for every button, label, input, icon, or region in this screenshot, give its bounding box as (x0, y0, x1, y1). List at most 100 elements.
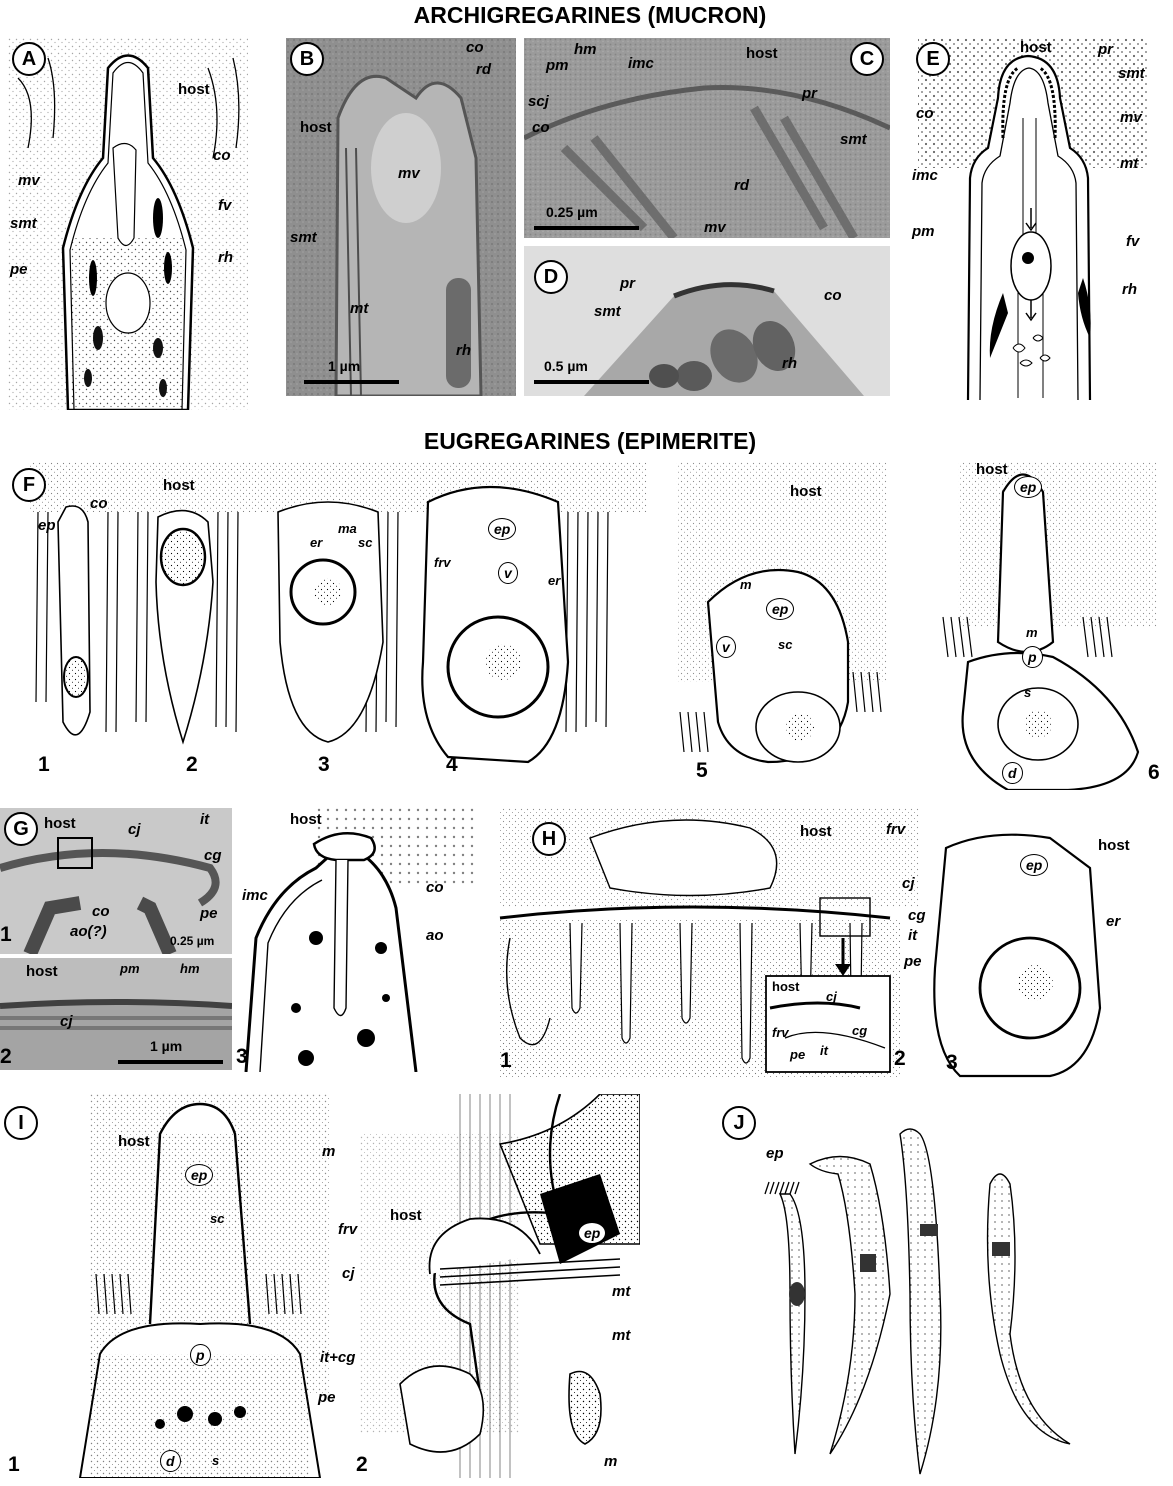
panel-i-label-cj: cj (342, 1266, 355, 1281)
panel-g-label-pm: pm (120, 962, 140, 975)
panel-f-label-m2: m (1026, 626, 1038, 639)
panel-f-label-v1: v (498, 562, 518, 584)
panel-c-label-imc: imc (628, 56, 654, 71)
panel-h-number-1: 1 (500, 1050, 512, 1071)
panel-a: A host mv co fv smt rh pe (8, 38, 248, 410)
panel-d-label-co: co (824, 288, 842, 303)
panel-h-label-er: er (1106, 914, 1120, 929)
panel-d-scale-bar (534, 380, 649, 384)
panel-f-label-frv: frv (434, 556, 451, 569)
panel-f-label-d: d (1002, 762, 1023, 784)
panel-g-1: G host cj it cg co ao(?) pe 0.25 µm 1 (0, 808, 232, 954)
panel-e: E host pr smt co mv mt imc pm fv rh (908, 38, 1166, 400)
panel-f-label-v2: v (716, 636, 736, 658)
panel-j-illustration (720, 1094, 1160, 1478)
panel-e-letter: E (916, 42, 950, 76)
panel-b-scale-bar (304, 380, 399, 384)
panel-d-label-rh: rh (782, 356, 797, 371)
panel-a-letter: A (12, 42, 46, 76)
panel-g-label-cj2: cj (60, 1014, 73, 1029)
panel-i-label-m1: m (322, 1144, 335, 1159)
panel-i-illustration (0, 1094, 640, 1478)
panel-f-label-host3: host (976, 462, 1008, 477)
panel-h-label-cj2: cj (826, 990, 837, 1003)
panel-g-scale-label-2: 1 µm (150, 1038, 182, 1054)
panel-c-scale-label: 0.25 µm (546, 204, 598, 220)
panel-b-label-host: host (300, 120, 332, 135)
panel-i-label-sc: sc (210, 1212, 224, 1225)
panel-a-label-fv: fv (218, 198, 231, 213)
panel-f-label-sc1: sc (358, 536, 372, 549)
panel-e-label-imc: imc (912, 168, 938, 183)
panel-j-letter: J (722, 1106, 756, 1140)
panel-b: B co rd host mv smt mt rh 1 µm (286, 38, 516, 396)
panel-h-label-it1: it (908, 928, 917, 943)
panel-d-label-pr: pr (620, 276, 635, 291)
panel-h-label-host1: host (800, 824, 832, 839)
panel-a-label-mv: mv (18, 173, 40, 188)
panel-i-label-d: d (160, 1450, 181, 1472)
panel-e-label-pr: pr (1098, 42, 1113, 57)
panel-g-label-hm: hm (180, 962, 200, 975)
panel-j-label-ep: ep (766, 1146, 784, 1161)
panel-c-label-pm: pm (546, 58, 569, 73)
panel-i-label-mt1: mt (612, 1284, 630, 1299)
panel-c-label-co: co (532, 120, 550, 135)
panel-f-number-1: 1 (38, 754, 50, 775)
panel-d-label-smt: smt (594, 304, 621, 319)
panel-e-label-smt: smt (1118, 66, 1145, 81)
panel-f-number-5: 5 (696, 760, 708, 781)
panel-b-scale-label: 1 µm (328, 358, 360, 374)
panel-e-illustration (908, 38, 1166, 400)
panel-d-letter: D (534, 260, 568, 294)
panel-f-number-4: 4 (446, 754, 458, 775)
panel-a-label-rh: rh (218, 250, 233, 265)
panel-g-label-imc: imc (242, 888, 268, 903)
panel-h-label-frv2: frv (772, 1026, 789, 1039)
panel-g-letter: G (4, 812, 38, 846)
panel-b-label-mt: mt (350, 301, 368, 316)
panel-f: F host co ep ma er sc ep v frv er host m… (8, 462, 1168, 790)
panel-g-3: host imc co ao 3 (236, 808, 476, 1072)
panel-i-label-host1: host (118, 1134, 150, 1149)
panel-f-label-host2: host (790, 484, 822, 499)
panel-f-number-3: 3 (318, 754, 330, 775)
panel-f-number-2: 2 (186, 754, 198, 775)
panel-b-label-rh: rh (456, 343, 471, 358)
panel-f-label-ep1: ep (38, 518, 56, 533)
panel-i-letter: I (4, 1106, 38, 1140)
panel-g-scale-label-1: 0.25 µm (170, 934, 214, 948)
panel-g-label-cg: cg (204, 848, 222, 863)
panel-f-label-sc2: sc (778, 638, 792, 651)
panel-g-label-it: it (200, 812, 209, 827)
panel-e-label-fv: fv (1126, 234, 1139, 249)
panel-j: J ep (720, 1094, 1160, 1478)
eugregarines-heading: EUGREGARINES (EPIMERITE) (330, 428, 850, 455)
panel-a-label-co: co (213, 148, 231, 163)
panel-d-scale-label: 0.5 µm (544, 358, 588, 374)
panel-e-label-co: co (916, 106, 934, 121)
panel-e-label-host: host (1020, 40, 1052, 55)
panel-i-label-s: s (212, 1454, 219, 1467)
archigregarines-heading: ARCHIGREGARINES (MUCRON) (330, 2, 850, 29)
panel-g-label-host3: host (290, 812, 322, 827)
panel-i-label-pe: pe (318, 1390, 336, 1405)
panel-b-label-mv: mv (398, 166, 420, 181)
panel-c-letter: C (850, 42, 884, 76)
panel-h-label-pe2: pe (790, 1048, 805, 1061)
panel-c-label-scj: scj (528, 94, 549, 109)
panel-b-label-rd: rd (476, 62, 491, 77)
panel-b-micrograph (286, 38, 516, 396)
panel-e-label-mt: mt (1120, 156, 1138, 171)
panel-a-illustration (8, 38, 248, 410)
panel-i: I host ep sc m frv cj host ep mt mt p it… (0, 1094, 640, 1478)
panel-g-label-cj1: cj (128, 822, 141, 837)
panel-c-label-host: host (746, 46, 778, 61)
panel-f-label-ma: ma (338, 522, 357, 535)
panel-c-label-hm: hm (574, 42, 597, 57)
panel-e-label-rh: rh (1122, 282, 1137, 297)
panel-c-label-smt: smt (840, 132, 867, 147)
panel-g-label-ao2: ao (426, 928, 444, 943)
panel-h-number-3: 3 (946, 1052, 958, 1073)
panel-g-number-2: 2 (0, 1046, 12, 1067)
